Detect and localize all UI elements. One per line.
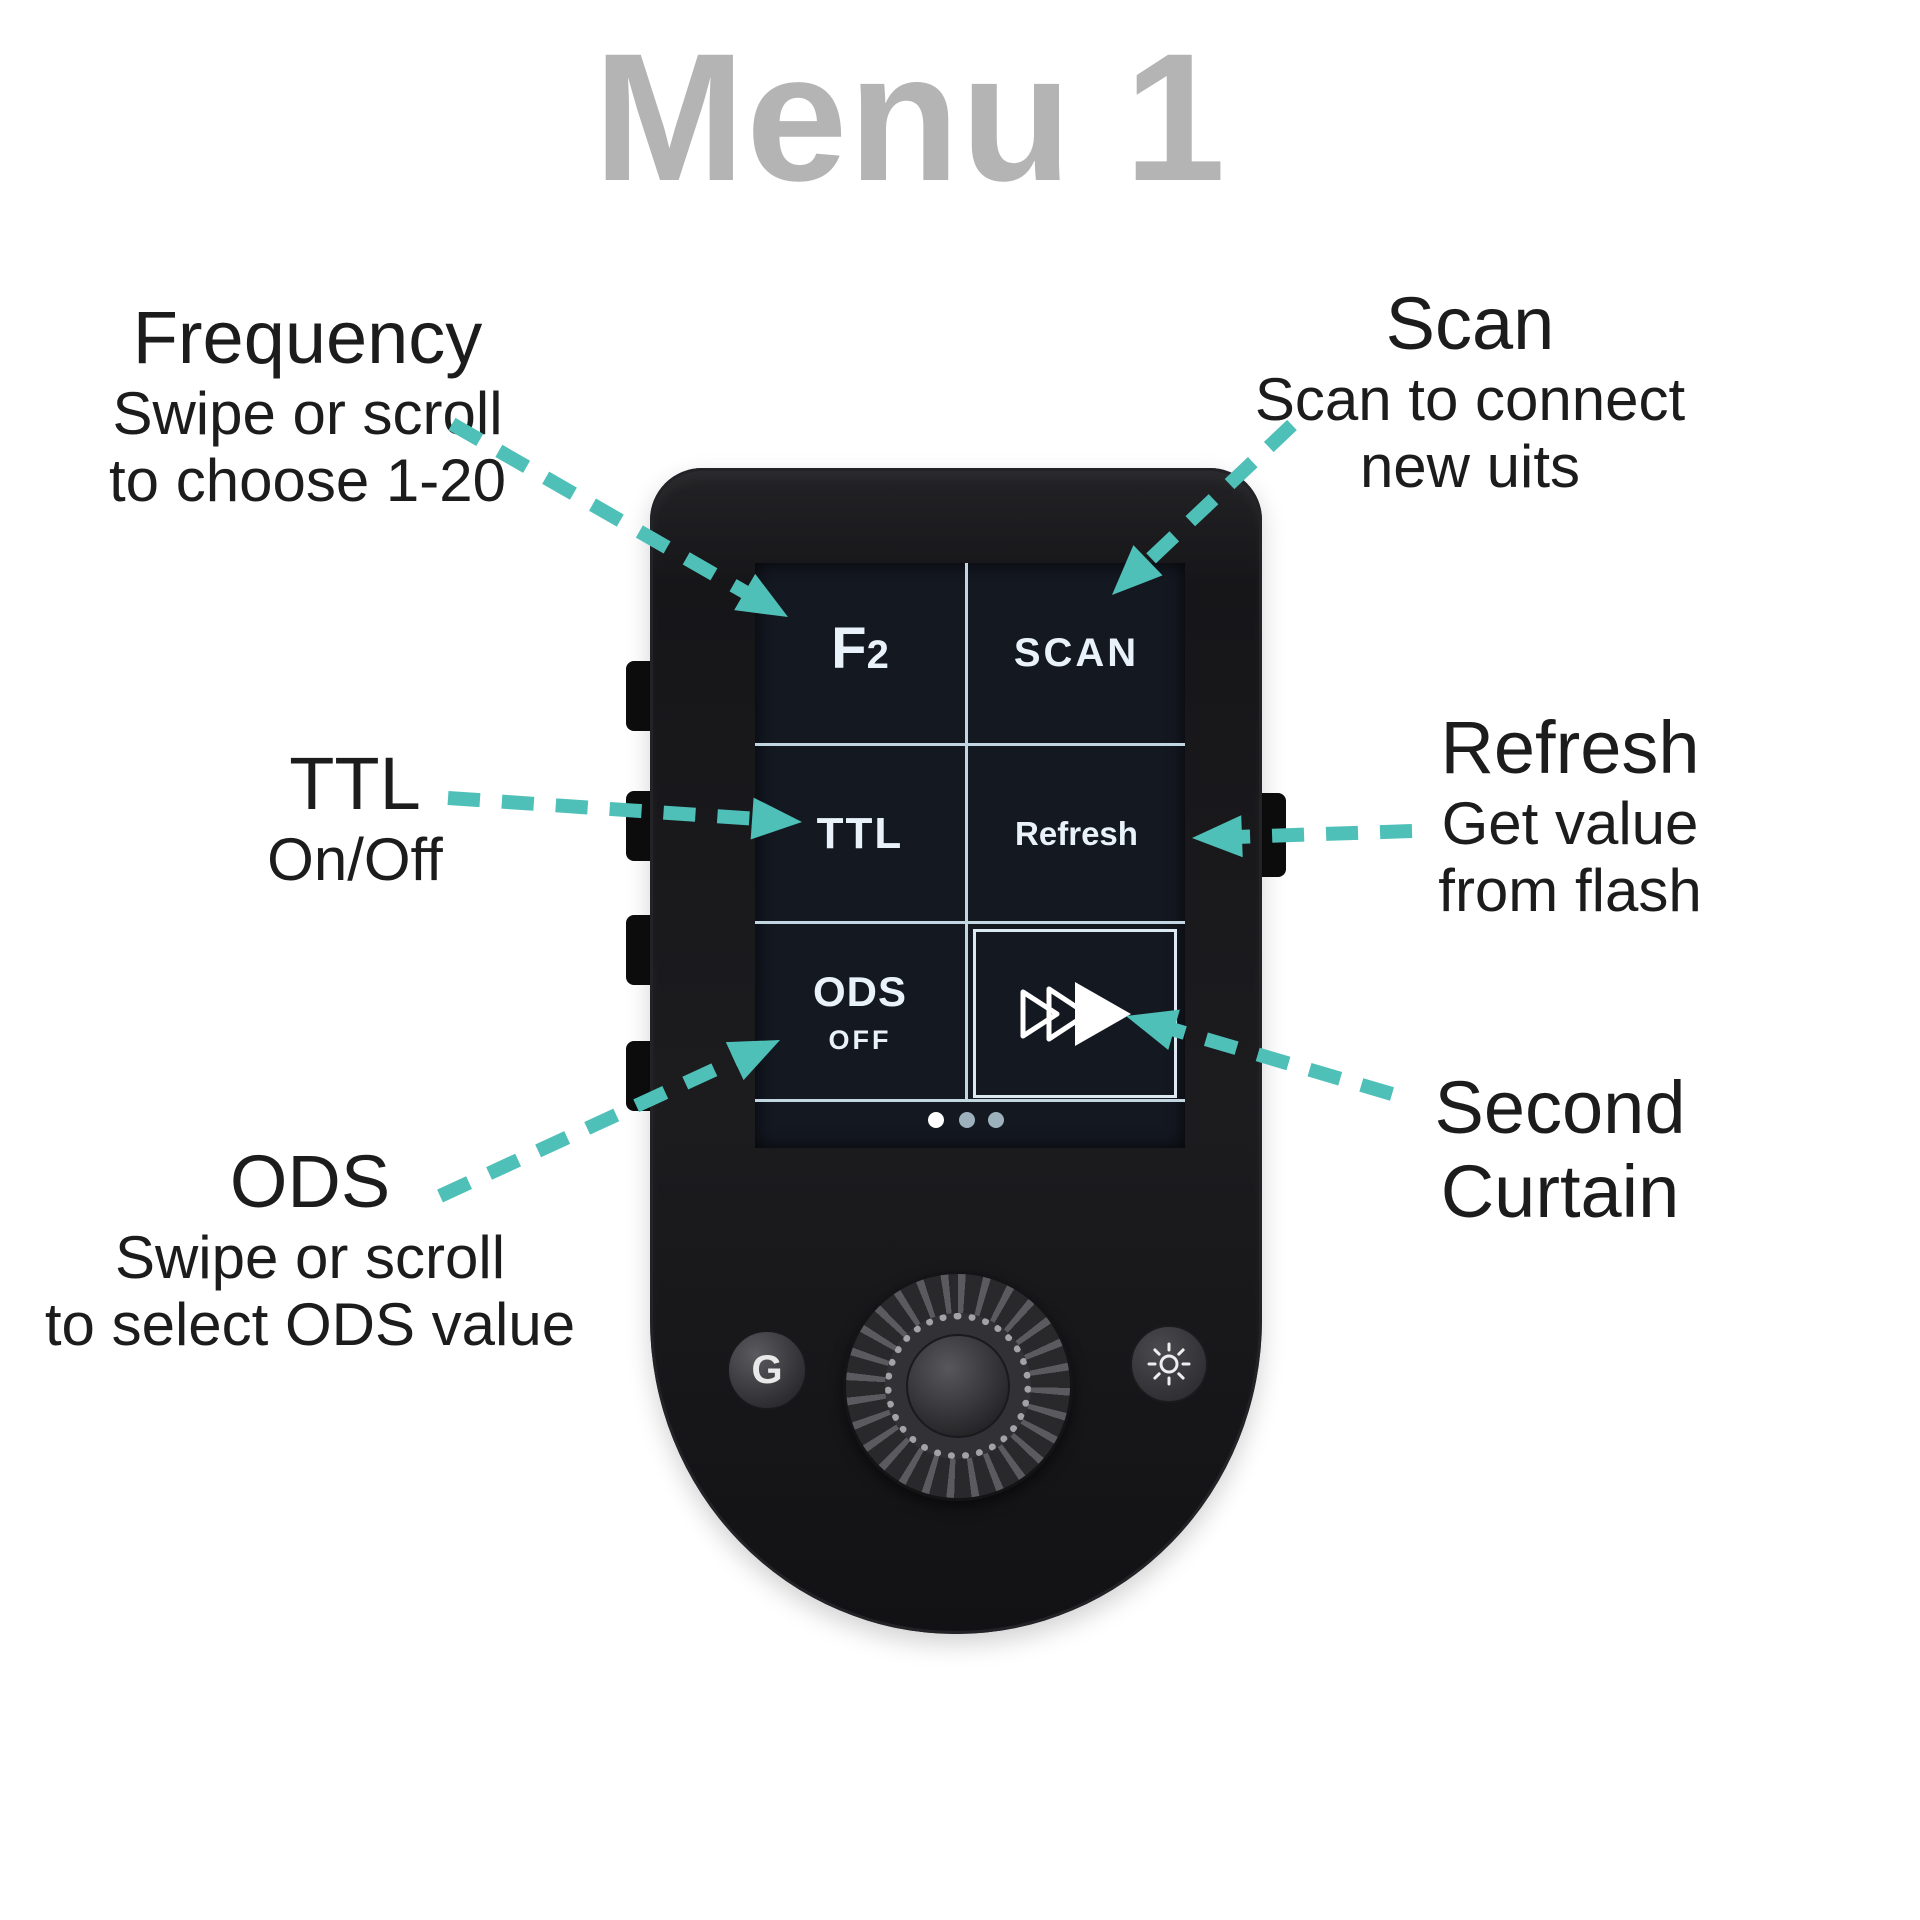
ods-cell-label: ODS [812,967,907,1015]
frequency-subtext-1: Swipe or scroll [112,380,503,447]
ttl-label: TTL On/Off [140,742,570,893]
second-curtain-title-line2: Curtain [1440,1150,1680,1233]
refresh-label: Refresh Get value from flash [1320,706,1820,924]
page-dot [988,1112,1004,1128]
ttl-subtext-1: On/Off [267,826,443,893]
scan-cell[interactable]: SCAN [1013,630,1140,675]
frequency-cell-value: 2 [866,633,889,677]
grid-horizontal-line-1 [755,743,1185,746]
second-curtain-cell[interactable] [973,929,1177,1098]
refresh-subtext-1: Get value [1441,790,1699,857]
ods-cell-value: OFF [828,1024,892,1055]
frequency-label: Frequency Swipe or scroll to choose 1-20 [35,296,580,514]
ods-cell[interactable]: ODS OFF [755,924,965,1099]
grid-horizontal-line-2 [755,921,1185,924]
ods-title: ODS [229,1140,391,1223]
refresh-subtext-2: from flash [1438,857,1702,924]
scroll-wheel-center-button[interactable] [906,1334,1010,1438]
brightness-button[interactable] [1130,1325,1208,1403]
ttl-cell[interactable]: TTL [816,808,904,858]
scan-subtext-2: new uits [1359,433,1581,500]
refresh-title: Refresh [1440,706,1700,789]
scan-title: Scan [1385,282,1555,365]
page-title: Menu 1 [593,15,1227,219]
group-button[interactable]: G [727,1330,807,1410]
second-curtain-title-line1: Second [1434,1066,1686,1149]
sun-icon [1147,1342,1191,1386]
frequency-cell-letter: F [831,616,867,681]
fast-forward-icon [1020,981,1131,1046]
page-dot-active [928,1112,944,1128]
ods-subtext-1: Swipe or scroll [114,1224,506,1291]
ttl-title: TTL [289,742,421,825]
frequency-subtext-2: to choose 1-20 [109,447,506,514]
frequency-title: Frequency [132,296,483,379]
second-curtain-label: Second Curtain [1320,1066,1800,1234]
scroll-wheel[interactable] [843,1271,1073,1501]
ods-label: ODS Swipe or scroll to select ODS value [0,1140,620,1358]
page-dot [959,1112,975,1128]
scan-label: Scan Scan to connect new uits [1180,282,1760,500]
grid-vertical-line [965,563,968,1102]
refresh-cell[interactable]: Refresh [1015,814,1138,852]
ods-subtext-2: to select ODS value [44,1291,576,1358]
grid-horizontal-line-3 [755,1099,1185,1102]
scan-subtext-1: Scan to connect [1254,366,1686,433]
